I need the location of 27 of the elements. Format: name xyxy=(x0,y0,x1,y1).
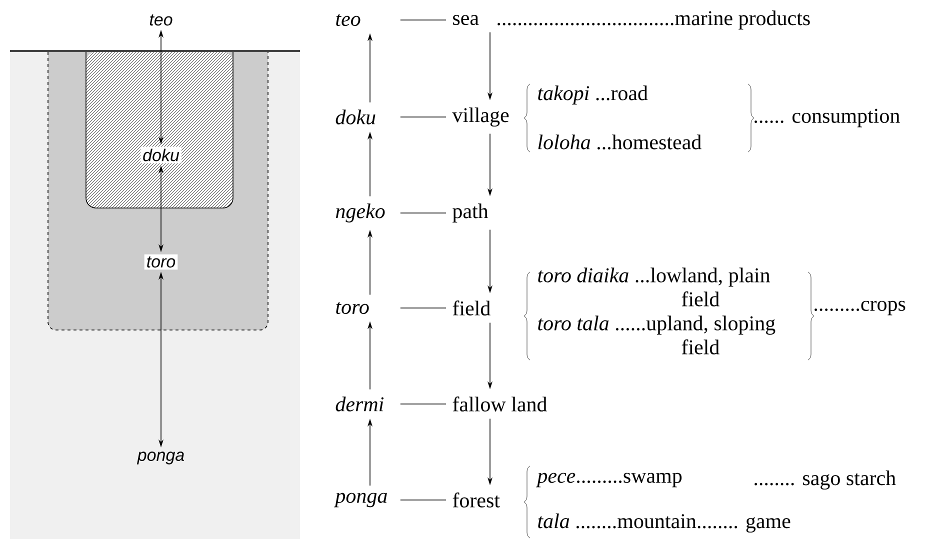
english-term: path xyxy=(452,203,488,223)
list-item: loloha ...homestead xyxy=(538,134,702,150)
dash-line xyxy=(400,116,446,118)
zone-label: ponga xyxy=(136,452,184,464)
local-term: dermi xyxy=(336,396,384,412)
dash-line xyxy=(400,212,446,214)
local-term: ponga xyxy=(334,492,387,508)
list-item: ...... consumption xyxy=(754,108,900,128)
local-term: teo xyxy=(336,14,360,26)
list-item: tala ........mountain........ game xyxy=(538,513,790,533)
local-term: ngeko xyxy=(336,203,385,223)
english-term: fallow land xyxy=(452,396,547,412)
english-term: sea xyxy=(453,14,479,26)
list-item: .........crops xyxy=(814,300,906,316)
list-item: ..................................marine products xyxy=(498,10,810,30)
english-term: village xyxy=(452,107,509,127)
english-term: field xyxy=(452,300,490,316)
zone-label: doku xyxy=(140,146,182,164)
zone-label: teo xyxy=(150,14,172,26)
list-item: ........ sago starch xyxy=(754,470,896,490)
list-item: takopi ...road xyxy=(538,85,648,105)
list-item: toro tala ......upland, sloping field xyxy=(538,316,776,354)
list-item: pece.........swamp xyxy=(536,472,682,488)
english-term: forest xyxy=(452,492,500,508)
local-term: doku xyxy=(336,110,376,124)
zone-label: toro xyxy=(144,254,178,270)
local-term: toro xyxy=(336,302,369,314)
